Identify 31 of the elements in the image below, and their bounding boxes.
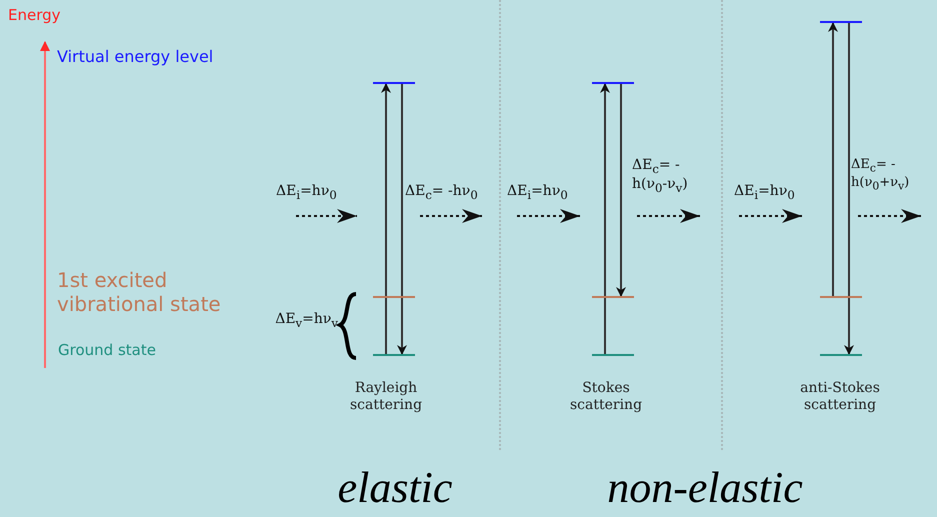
level-label: 1st excited vibrational state xyxy=(57,268,222,316)
energy-level-line xyxy=(820,296,862,298)
axis-label: Energy xyxy=(8,6,62,24)
transition-arrow xyxy=(616,84,626,297)
category-label: elastic xyxy=(336,466,454,510)
transition-arrow xyxy=(828,22,838,296)
energy-label: ΔE$_{i}$=hν$_{0}$ xyxy=(507,183,569,202)
energy-label: ΔE$_{c}$= -h(ν$_{0}$+ν$_{v}$) xyxy=(851,157,910,192)
level-label: Virtual energy level xyxy=(57,47,214,66)
transition-arrow xyxy=(397,84,407,355)
energy-label: ΔE$_{c}$= -hν$_{0}$ xyxy=(405,183,479,202)
category-label: non-elastic xyxy=(606,466,804,510)
scattering-label: anti-Stokes scattering xyxy=(799,380,881,414)
energy-level-line xyxy=(592,354,634,356)
energy-label: ΔE$_{i}$=hν$_{0}$ xyxy=(276,183,338,202)
scattering-label: Rayleigh scattering xyxy=(348,380,424,414)
energy-level-line xyxy=(373,296,415,298)
energy-label: ΔE$_{v}$=hν$_{v}$ xyxy=(274,311,338,330)
energy-level-line xyxy=(592,296,634,298)
scattering-label: Stokes scattering xyxy=(568,380,644,414)
energy-level-line xyxy=(820,21,862,23)
transition-arrow xyxy=(381,83,391,354)
energy-level-line xyxy=(373,354,415,356)
energy-level-line xyxy=(592,82,634,84)
transition-arrow xyxy=(844,23,854,355)
transition-arrow xyxy=(600,83,610,354)
energy-level-line xyxy=(373,82,415,84)
energy-label: ΔE$_{i}$=hν$_{0}$ xyxy=(734,183,796,202)
level-label: Ground state xyxy=(58,341,157,359)
energy-level-line xyxy=(820,354,862,356)
energy-label: ΔE$_{c}$= -h(ν$_{0}$-ν$_{v}$) xyxy=(632,157,689,195)
